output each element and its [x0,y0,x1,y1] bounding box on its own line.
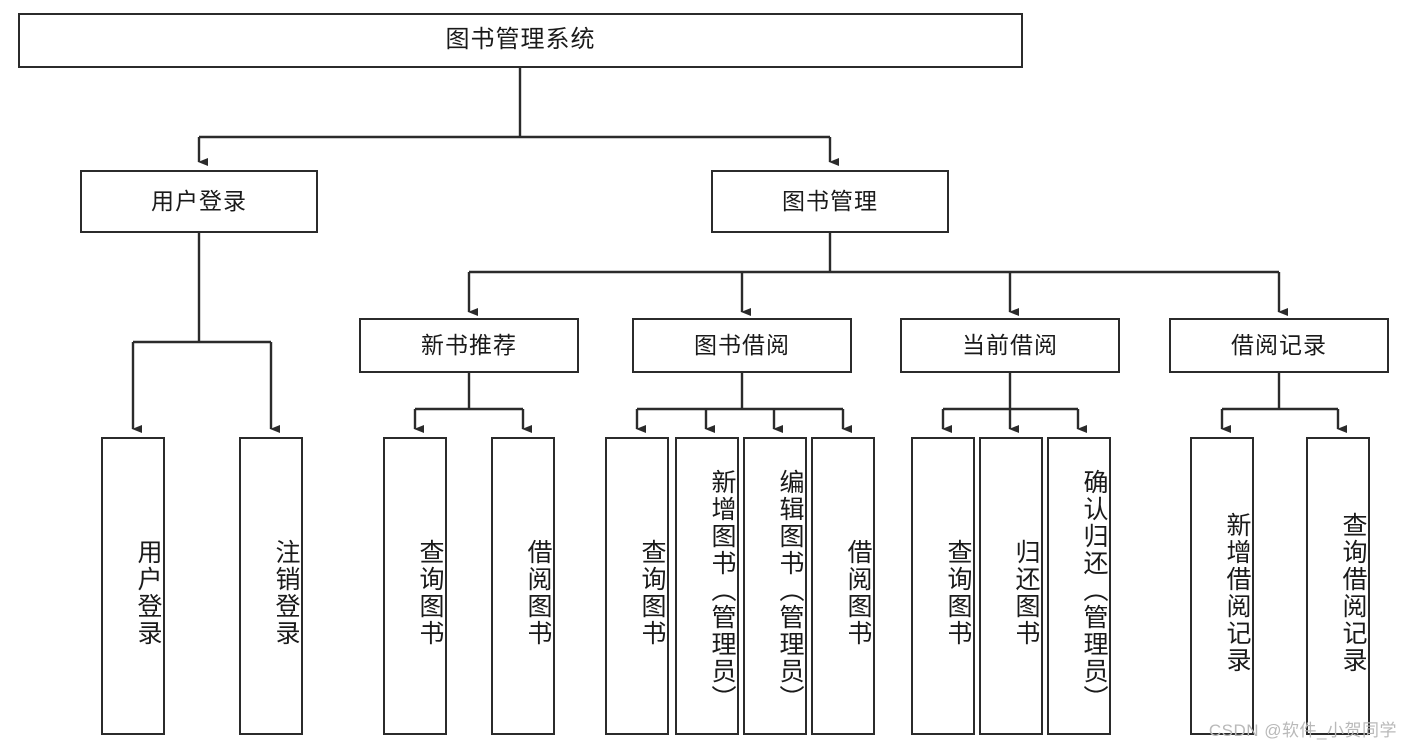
node-label: 图书管理 [782,187,878,214]
node-label: 新增图书（管理员） [708,468,736,712]
leaf-logout-login[interactable]: 注销登录 [239,437,303,735]
leaf-borrow-book-borrow[interactable]: 借阅图书 [811,437,875,735]
leaf-query-book-recommend[interactable]: 查询图书 [383,437,447,735]
node-label: 图书借阅 [694,331,790,358]
node-label: 借阅记录 [1231,331,1327,358]
watermark-csdn: CSDN @软件_小贺同学 [1208,721,1397,740]
node-label: 归还图书 [1012,539,1040,647]
node-label: 当前借阅 [962,331,1058,358]
node-label: 借阅图书 [524,539,552,647]
node-label: 查询图书 [944,539,972,647]
node-label: 用户登录 [134,539,162,647]
leaf-add-book-admin[interactable]: 新增图书（管理员） [675,437,739,735]
node-book-management[interactable]: 图书管理 [711,170,949,233]
node-new-book-recommend[interactable]: 新书推荐 [359,318,579,373]
node-label: 查询图书 [416,539,444,647]
leaf-confirm-return-admin[interactable]: 确认归还（管理员） [1047,437,1111,735]
leaf-query-borrow-record[interactable]: 查询借阅记录 [1306,437,1370,735]
node-root-book-management-system[interactable]: 图书管理系统 [18,13,1023,68]
node-book-borrow[interactable]: 图书借阅 [632,318,852,373]
node-label: 编辑图书（管理员） [776,468,804,712]
leaf-user-login[interactable]: 用户登录 [101,437,165,735]
node-label: 借阅图书 [844,539,872,647]
node-current-borrow[interactable]: 当前借阅 [900,318,1120,373]
node-label: 新书推荐 [421,331,517,358]
leaf-return-book[interactable]: 归还图书 [979,437,1043,735]
leaf-query-book-borrow[interactable]: 查询图书 [605,437,669,735]
node-label: 用户登录 [151,187,247,214]
node-label: 图书管理系统 [445,26,596,54]
node-label: 新增借阅记录 [1223,512,1251,674]
leaf-query-book-current[interactable]: 查询图书 [911,437,975,735]
leaf-add-borrow-record[interactable]: 新增借阅记录 [1190,437,1254,735]
node-borrow-record[interactable]: 借阅记录 [1169,318,1389,373]
node-label: 注销登录 [272,539,300,647]
node-label: 确认归还（管理员） [1080,468,1108,712]
leaf-borrow-book-recommend[interactable]: 借阅图书 [491,437,555,735]
node-user-login[interactable]: 用户登录 [80,170,318,233]
node-label: 查询图书 [638,539,666,647]
node-label: 查询借阅记录 [1339,512,1367,674]
leaf-edit-book-admin[interactable]: 编辑图书（管理员） [743,437,807,735]
